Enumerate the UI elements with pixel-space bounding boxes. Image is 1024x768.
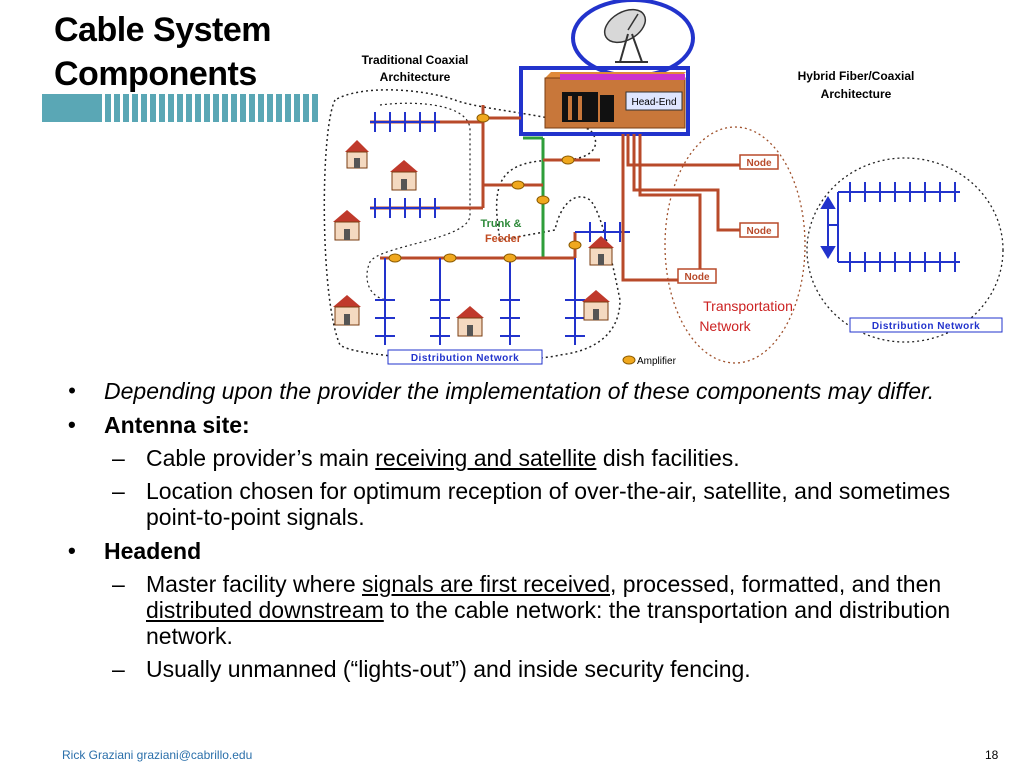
headend-label: Head-End	[631, 97, 676, 108]
traditional-title-1: Traditional Coaxial	[362, 53, 469, 67]
hybrid-title-1: Hybrid Fiber/Coaxial	[798, 69, 915, 83]
traditional-distribution-label: Distribution Network	[411, 353, 519, 364]
dash-mark: –	[112, 478, 125, 504]
bullet-antenna-site: • Antenna site:	[60, 412, 1010, 438]
headend-box	[519, 66, 690, 136]
node-label-1: Node	[747, 158, 772, 169]
node-label-2: Node	[747, 226, 772, 237]
sub-text-mid: , processed, formatted, and then	[610, 571, 942, 597]
bullet-mark: •	[68, 412, 76, 437]
satellite-dish-icon	[603, 8, 648, 63]
bullet-text: Antenna site:	[104, 412, 250, 438]
title-line-2: Components	[54, 55, 257, 93]
transport-area-outline	[664, 126, 806, 364]
bullet-text: Headend	[104, 538, 202, 564]
sub-bullet-antenna-1: – Cable provider’s main receiving and sa…	[60, 445, 1010, 471]
transport-label-2: Network	[699, 318, 751, 334]
page-number: 18	[985, 748, 999, 762]
dash-mark: –	[112, 571, 125, 597]
dash-mark: –	[112, 445, 125, 471]
bullet-text: Depending upon the provider the implemen…	[104, 378, 935, 404]
bullet-mark: •	[68, 538, 76, 563]
traditional-area-outline	[323, 89, 621, 361]
amplifier-legend-label: Amplifier	[637, 356, 677, 367]
sub-text-underlined-1: signals are first received	[362, 571, 611, 597]
sub-text-underlined: receiving and satellite	[375, 445, 597, 471]
hfc-distribution-label: Distribution Network	[872, 321, 980, 332]
cable-architecture-diagram: Head-End Traditional Coaxial Architectur…	[323, 0, 1004, 367]
slide-title: Cable System Components	[54, 8, 334, 96]
sub-text: Usually unmanned (“lights-out”) and insi…	[146, 656, 751, 682]
traditional-title-2: Architecture	[380, 70, 451, 84]
sub-text-post: to the cable network: the transportation…	[146, 597, 951, 649]
sub-text-pre: Cable provider’s main	[146, 445, 376, 471]
sub-text-post: dish facilities.	[596, 445, 740, 471]
sub-bullet-antenna-2: – Location chosen for optimum reception …	[60, 478, 1010, 530]
house-icons	[333, 140, 614, 337]
sub-text-pre: Master facility where	[146, 571, 363, 597]
trunk-area-outline	[366, 102, 471, 301]
dash-mark: –	[112, 656, 125, 682]
trunk-label-2: Feeder	[485, 233, 522, 245]
bullet-headend: • Headend	[60, 538, 1010, 564]
sub-text-underlined-2: distributed downstream	[146, 597, 384, 623]
sub-bullet-headend-1: – Master facility where signals are firs…	[60, 571, 1010, 649]
trunk-label-1: Trunk &	[481, 218, 522, 230]
title-underline-solid	[42, 94, 100, 122]
node-label-3: Node	[685, 272, 710, 283]
bullet-mark: •	[68, 378, 76, 403]
slide-body: • Depending upon the provider the implem…	[60, 370, 1010, 682]
hfc-distribution-outline	[806, 157, 1004, 343]
headend-building-icon: Head-End	[544, 72, 686, 129]
bullet-provider-note: • Depending upon the provider the implem…	[60, 378, 1010, 404]
hybrid-title-2: Architecture	[821, 87, 892, 101]
footer-author: Rick Graziani graziani@cabrillo.edu	[62, 748, 253, 762]
title-line-1: Cable System	[54, 11, 272, 49]
sub-text: Location chosen for optimum reception of…	[146, 478, 951, 530]
transport-label-1: Transportation	[703, 298, 793, 314]
sub-bullet-headend-2: – Usually unmanned (“lights-out”) and in…	[60, 656, 1010, 682]
